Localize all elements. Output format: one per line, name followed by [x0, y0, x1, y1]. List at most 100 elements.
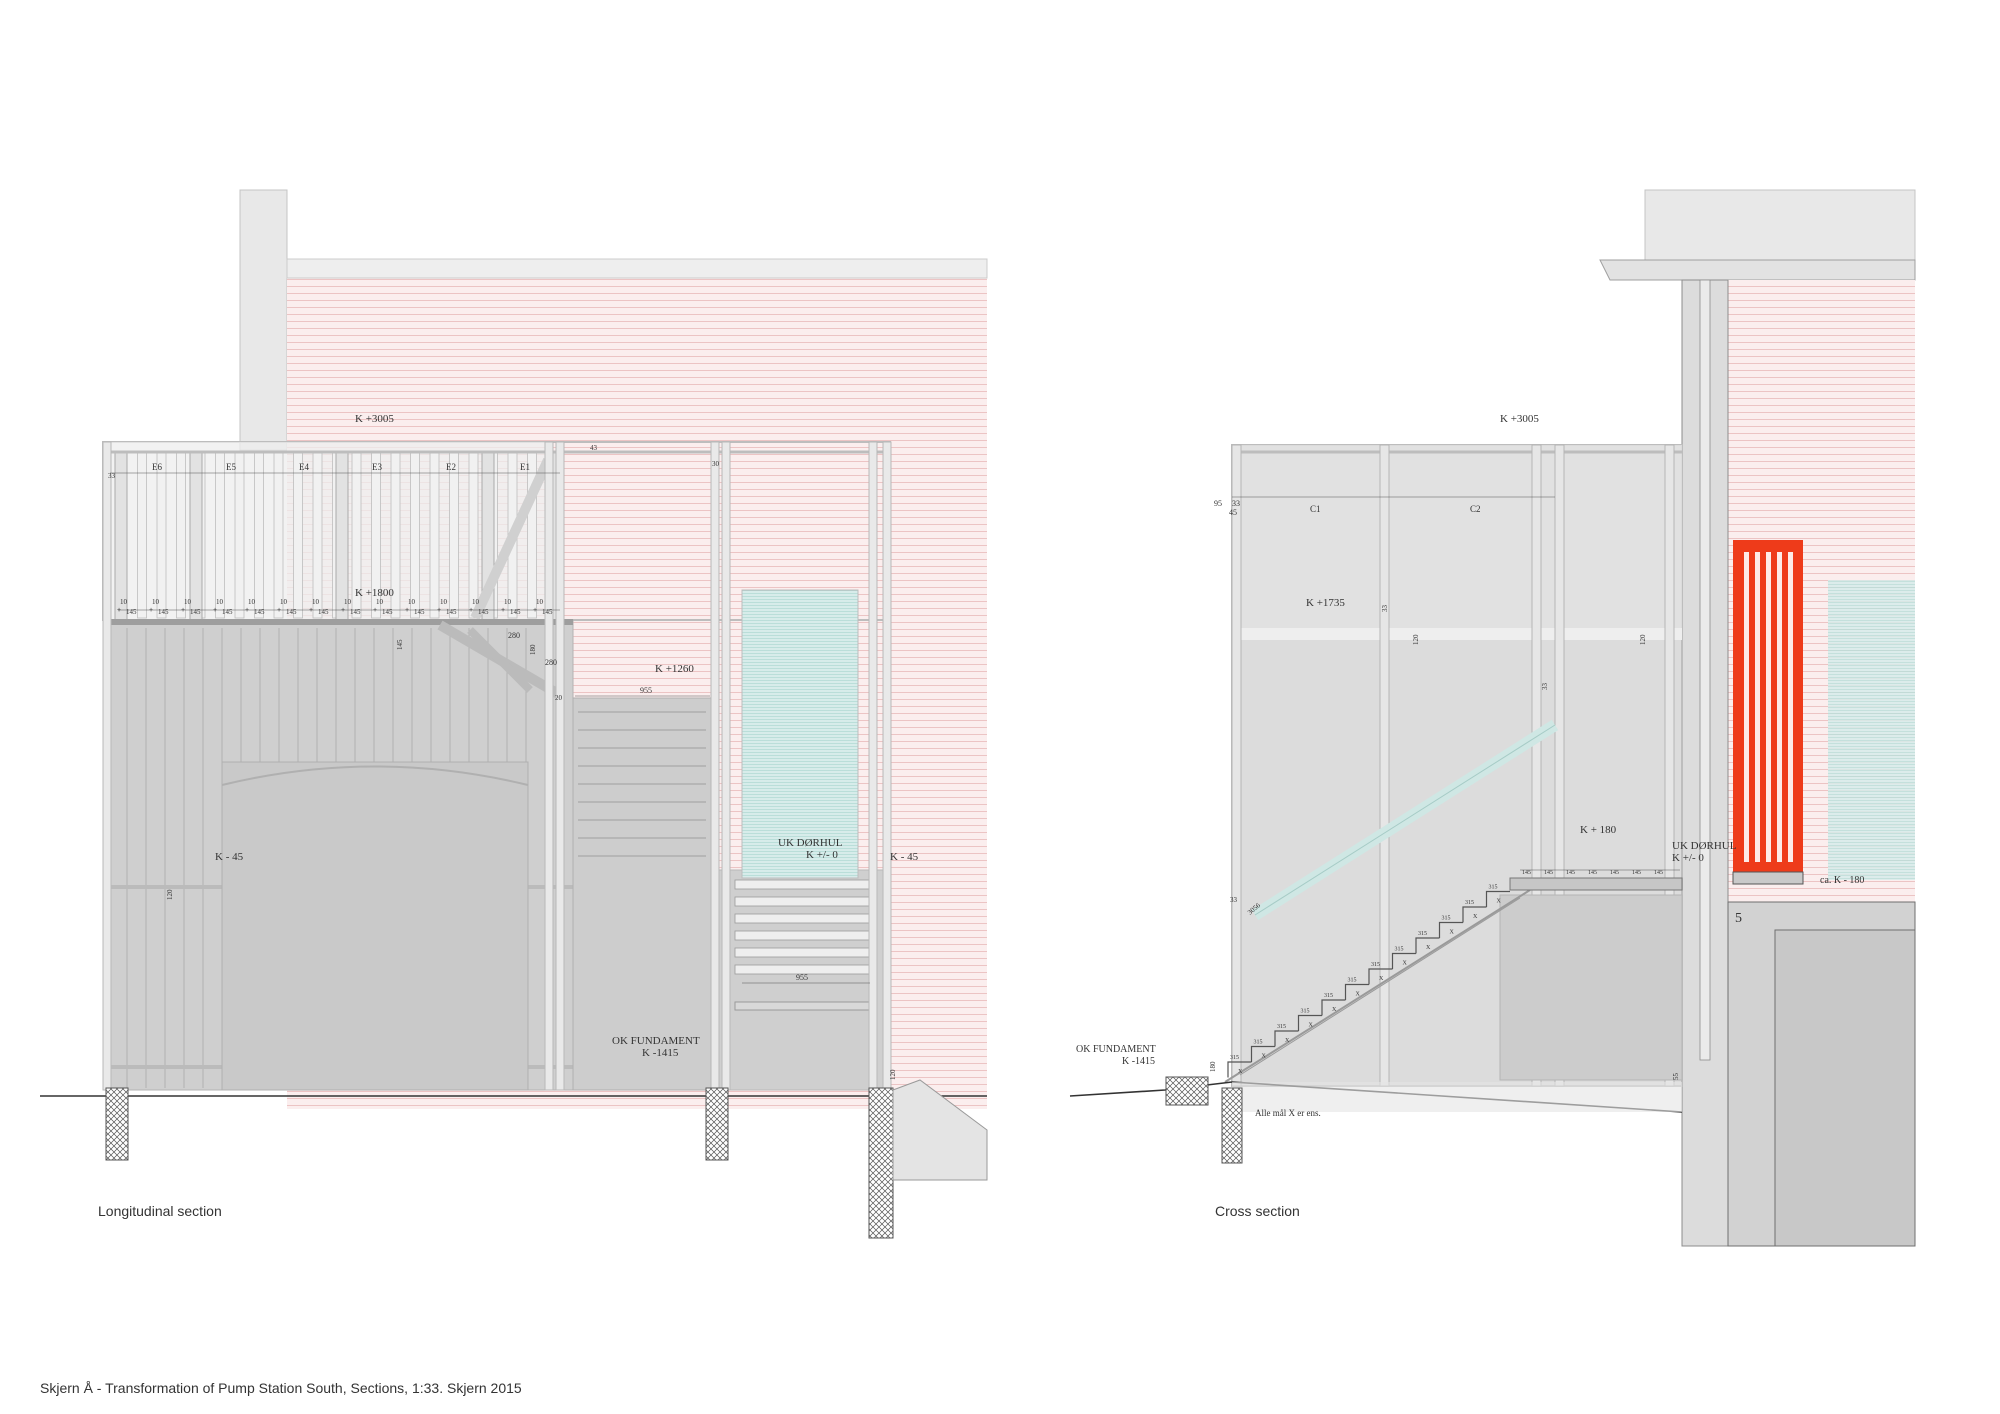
dim-145-v: 145 — [396, 639, 404, 650]
tread-dim: 315 — [1371, 962, 1380, 968]
tread-dim: 315 — [1418, 931, 1427, 937]
cross-dim-180: 180 — [1209, 1061, 1217, 1072]
dim-gap: 10 — [440, 598, 448, 606]
tread-dim: 315 — [1395, 947, 1404, 953]
back-wall-cap — [286, 258, 988, 279]
stair-step — [1250, 1045, 1275, 1062]
stair-step — [1391, 952, 1416, 969]
riser-dim: X — [1309, 1023, 1314, 1029]
baluster — [137, 451, 147, 619]
stair-step — [1415, 937, 1440, 954]
red-accent-element — [1732, 540, 1804, 885]
long-level-deck: K +1800 — [355, 587, 394, 599]
cross-dim-33b: 33 — [1381, 605, 1389, 613]
dim-tick: + — [373, 607, 377, 614]
dim-tick: + — [277, 607, 281, 614]
gate-arch — [221, 765, 529, 786]
cross-dim-33a: 33 — [1232, 499, 1240, 508]
right-retaining — [892, 1079, 988, 1181]
dim-tick: + — [245, 607, 249, 614]
baluster — [254, 451, 264, 619]
long-level-top: K +3005 — [355, 413, 394, 425]
baluster — [312, 451, 323, 619]
foundation-right — [868, 1087, 894, 1239]
tread-dim: 315 — [1348, 978, 1357, 984]
long-bay-labels: E6 E5 E4 E3 E2 E1 — [152, 462, 530, 472]
longitudinal-posts — [102, 441, 892, 1091]
dim-tick: + — [405, 607, 409, 614]
landing-board-dim: 145 — [1588, 870, 1597, 876]
riser-dim: X — [1497, 899, 1502, 905]
dim-gap: 10 — [184, 598, 192, 606]
baluster — [410, 451, 420, 619]
cross-door-label: UK DØRHUL — [1672, 840, 1737, 852]
tread-dim: 315 — [1301, 1009, 1310, 1015]
building-glass — [1828, 580, 1915, 880]
railing-post — [335, 451, 349, 621]
dim-gap: 10 — [280, 598, 288, 606]
long-door-label: UK DØRHUL — [778, 837, 843, 849]
tread-dim: 315 — [1465, 900, 1474, 906]
riser-dim: X — [1473, 914, 1478, 920]
cross-dim-120a: 120 — [1412, 634, 1420, 645]
diagonal-brace-2 — [467, 627, 533, 693]
post — [710, 441, 720, 1091]
door-step-base — [734, 1001, 871, 1011]
dim-board: 145 — [542, 608, 553, 616]
long-door-level: K +/- 0 — [806, 849, 838, 861]
dim-gap: 10 — [120, 598, 128, 606]
post — [868, 441, 878, 1091]
door-glass — [741, 589, 859, 879]
cross-level-mid: K +1735 — [1306, 597, 1345, 609]
cross-caption: Cross section — [1215, 1203, 1300, 1219]
riser-dim: X — [1262, 1054, 1267, 1060]
landing-board-dim: 145 — [1522, 870, 1531, 876]
stair-step — [1462, 906, 1487, 923]
dim-board: 145 — [318, 608, 329, 616]
dim-board: 145 — [254, 608, 265, 616]
dim-20: 20 — [555, 694, 563, 702]
board-dimension-chain: 10145+10145+10145+10145+10145+10145+1014… — [117, 598, 560, 616]
long-level-landing: K +1260 — [655, 663, 694, 675]
dim-gap: 10 — [376, 598, 384, 606]
riser-dim: X — [1426, 945, 1431, 951]
tread-dim: 315 — [1277, 1024, 1286, 1030]
dim-gap: 10 — [248, 598, 256, 606]
cross-foundation — [1221, 1087, 1243, 1164]
landing-board-dim: 145 — [1544, 870, 1553, 876]
cross-foundation-label: OK FUNDAMENT — [1076, 1044, 1156, 1055]
long-caption: Longitudinal section — [98, 1203, 222, 1219]
post — [1379, 444, 1390, 1087]
cross-foundation-level: K -1415 — [1122, 1056, 1155, 1067]
red-slot — [1755, 552, 1760, 862]
dim-tick: + — [117, 607, 121, 614]
dim-board: 145 — [446, 608, 457, 616]
longitudinal-section: K +3005 K +1800 K +1260 K - 45 K - 45 UK… — [40, 189, 988, 1239]
dim-gap: 10 — [344, 598, 352, 606]
bay-label: E6 — [152, 462, 162, 472]
bay-label: E4 — [299, 462, 309, 472]
railing-diagonal — [470, 457, 553, 621]
railing-balusters — [114, 451, 561, 621]
cross-note: Alle mål X er ens. — [1255, 1108, 1321, 1118]
cross-bay-c1: C1 — [1310, 504, 1321, 514]
bay-label: E2 — [446, 462, 456, 472]
dim-tick: + — [437, 607, 441, 614]
dim-board: 145 — [158, 608, 169, 616]
dim-gap: 10 — [152, 598, 160, 606]
railing-post — [114, 451, 128, 621]
red-slot — [1766, 552, 1771, 862]
riser-dim: X — [1379, 976, 1384, 982]
red-slot — [1777, 552, 1782, 862]
dim-120-right: 120 — [889, 1069, 897, 1080]
post — [721, 441, 731, 1091]
dim-board: 145 — [286, 608, 297, 616]
cross-bay-c2: C2 — [1470, 504, 1481, 514]
long-level-floor-left: K - 45 — [215, 851, 244, 863]
sheet-title: Skjern Å - Transformation of Pump Statio… — [40, 1380, 522, 1396]
bay-label: E5 — [226, 462, 236, 472]
foundation-mid — [705, 1087, 729, 1161]
dim-tick: + — [533, 607, 537, 614]
riser-dim: X — [1238, 1069, 1243, 1075]
